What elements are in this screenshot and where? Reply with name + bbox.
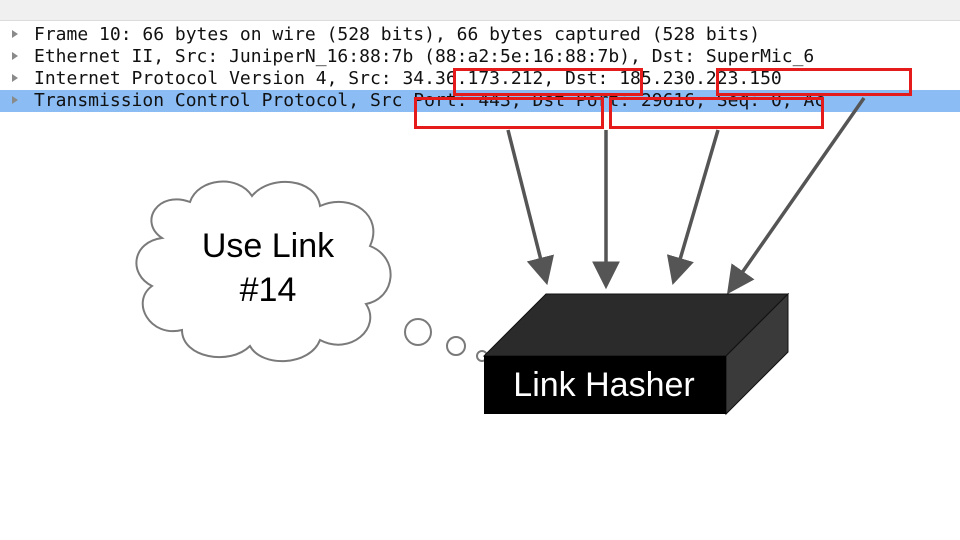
thought-text: Use Link #14 [178, 224, 358, 312]
thought-line-2: #14 [239, 271, 297, 309]
dst-ip-value: 185.230.223.150 [619, 68, 782, 89]
packet-details-pane: Frame 10: 66 bytes on wire (528 bits), 6… [0, 24, 960, 128]
panel-header-strip [0, 0, 960, 21]
box-front-face [484, 356, 726, 414]
highlight-src-ip [453, 68, 643, 96]
highlight-dst-port [609, 97, 824, 129]
row-text-ipv4: Internet Protocol Version 4, Src: 34.36.… [34, 68, 782, 90]
expand-triangle-icon[interactable] [12, 96, 18, 104]
tcp-prefix: Transmission Control Protocol, [34, 90, 370, 111]
link-hasher-label: Link Hasher [513, 366, 695, 404]
highlight-dst-ip [716, 68, 912, 96]
row-text-ethernet: Ethernet II, Src: JuniperN_16:88:7b (88:… [34, 46, 815, 67]
ipv4-mid: , Dst: [543, 68, 620, 89]
tree-row-ethernet[interactable]: Ethernet II, Src: JuniperN_16:88:7b (88:… [0, 46, 960, 68]
arrow-src-port [506, 129, 554, 286]
highlight-src-port [414, 97, 604, 129]
thought-line-1: Use Link [201, 227, 335, 265]
arrow-dst-port [666, 129, 720, 286]
tcp-mid: , [510, 90, 533, 111]
expand-triangle-icon[interactable] [12, 52, 18, 60]
arrow-dst-ip [726, 96, 866, 295]
tree-row-frame[interactable]: Frame 10: 66 bytes on wire (528 bits), 6… [0, 24, 960, 46]
thought-bubble-medium [446, 336, 466, 356]
src-ip-value: 34.36.173.212 [402, 68, 544, 89]
expand-triangle-icon[interactable] [12, 30, 18, 38]
tree-row-ipv4[interactable]: Internet Protocol Version 4, Src: 34.36.… [0, 68, 960, 90]
thought-bubble-large [404, 318, 432, 346]
row-text-frame: Frame 10: 66 bytes on wire (528 bits), 6… [34, 24, 761, 45]
thought-cloud [135, 180, 392, 363]
ipv4-prefix: Internet Protocol Version 4, Src: [34, 68, 403, 89]
expand-triangle-icon[interactable] [12, 74, 18, 82]
